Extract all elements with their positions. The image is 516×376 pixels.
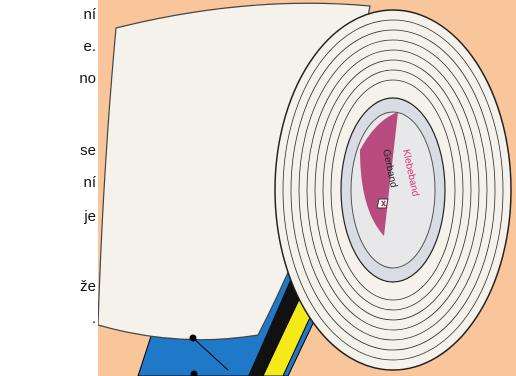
text-fragment: se <box>80 142 96 160</box>
tape-roll-svg: Gerband Klebeband <box>98 0 516 376</box>
text-fragment: no <box>79 70 96 88</box>
text-fragment: že <box>80 278 96 296</box>
roll-core-logo-icon <box>377 199 388 208</box>
text-fragment: ní <box>83 6 96 24</box>
tape-roll-illustration: Gerband Klebeband <box>98 0 516 376</box>
text-fragment: e. <box>83 38 96 56</box>
text-fragment: ní <box>83 174 96 192</box>
clipped-text-column: ní e. no se ní je že . <box>0 0 98 376</box>
text-fragment: je <box>84 208 96 226</box>
text-fragment: . <box>92 310 96 328</box>
